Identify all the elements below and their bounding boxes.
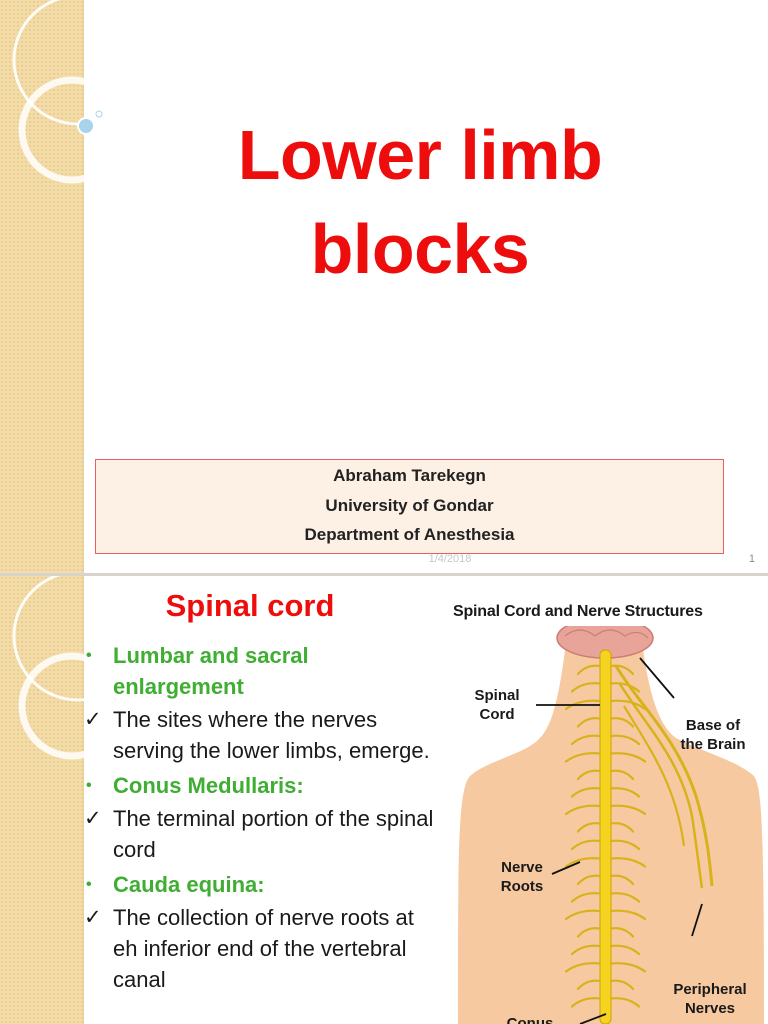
nerve-root-branch — [609, 787, 641, 798]
spinal-cord-shape — [599, 649, 612, 1024]
nerve-root-branch — [564, 857, 602, 868]
nerve-root-branch — [570, 892, 602, 903]
nerve-root-branch — [609, 857, 647, 868]
nerve-root-branch — [609, 769, 635, 781]
nerve-root-branch — [609, 979, 635, 991]
nerve-root-branch — [609, 927, 635, 938]
bullet-dot-icon: • — [86, 647, 92, 664]
title-line-1: Lower limb — [237, 116, 603, 194]
slide-date: 1/4/2018 — [428, 553, 472, 565]
bullet-dot-icon: • — [86, 876, 92, 893]
nerve-root-branch — [609, 909, 647, 921]
nerve-root-branch — [609, 717, 635, 728]
nerve-root-branch — [576, 664, 602, 676]
decorative-side-strip — [0, 576, 84, 1024]
nerve-root-branch — [609, 874, 635, 886]
title-slide: Lower limb blocks Abraham Tarekegn Unive… — [0, 0, 755, 573]
nerve-root-branch — [609, 892, 641, 903]
nerve-root-branch — [576, 874, 602, 886]
nerve-root-branch — [609, 752, 647, 763]
nerve-root-branch — [570, 682, 602, 693]
nerve-root-branch — [570, 734, 602, 746]
nerve-root-branch — [570, 787, 602, 798]
slide-number: 1 — [748, 553, 755, 565]
nerve-root-branch — [609, 944, 641, 956]
bullet-detail: ✓ The terminal portion of the spinal cord — [84, 803, 444, 865]
nerve-root-branch — [564, 909, 602, 921]
nerve-root-branch — [564, 962, 602, 973]
slide-divider — [0, 573, 768, 576]
nerve-root-branch — [564, 804, 602, 816]
check-mark-icon: ✓ — [84, 708, 102, 731]
nerve-root-branch — [576, 822, 602, 833]
check-mark-icon: ✓ — [84, 807, 102, 830]
spinal-cord-slide: Spinal cord • Lumbar and sacral enlargeme… — [0, 576, 768, 1024]
author-university: University of Gondar — [325, 495, 494, 515]
diagram-title: Spinal Cord and Nerve Structures — [453, 603, 703, 620]
nerve-root-branch — [609, 804, 647, 816]
nerve-root-branch — [576, 927, 602, 938]
nerve-root-branch — [564, 699, 602, 711]
decorative-side-strip — [0, 0, 84, 573]
bullet-list: • Lumbar and sacral enlargement ✓ The sites… — [84, 636, 444, 995]
bullet-text: The sites where the nerves serving the l… — [113, 707, 430, 763]
nerve-root-branch — [609, 664, 635, 676]
title-line-2: blocks — [310, 210, 530, 288]
bullet-heading: • Cauda equina: — [84, 869, 444, 900]
nerve-root-branch — [570, 997, 602, 1008]
nerve-root-branch — [576, 769, 602, 781]
nerve-root-branch — [609, 734, 641, 746]
bullet-heading: • Lumbar and sacral enlargement — [84, 640, 444, 702]
bullet-text: The collection of nerve roots at eh infe… — [113, 905, 414, 992]
nerve-root-branch — [609, 997, 641, 1008]
nerve-root-branch — [570, 839, 602, 851]
nerve-root-branch — [609, 682, 641, 693]
bullet-detail: ✓ The collection of nerve roots at eh inf… — [84, 902, 444, 995]
nerve-root-branch — [564, 752, 602, 763]
bullet-heading: • Conus Medullaris: — [84, 770, 444, 801]
slide-title: Spinal cord — [165, 588, 335, 623]
check-mark-icon: ✓ — [84, 906, 102, 929]
nerve-root-branch — [609, 962, 647, 973]
author-name: Abraham Tarekegn — [333, 466, 486, 485]
label-conus-medularis: ConusMedularis — [506, 1015, 554, 1024]
spinal-cord-illustration — [458, 617, 764, 1024]
bullet-text: Cauda equina: — [113, 872, 265, 897]
author-box: Abraham Tarekegn University of Gondar De… — [95, 459, 724, 554]
bullet-text: Lumbar and sacral enlargement — [113, 643, 309, 699]
author-department: Department of Anesthesia — [304, 525, 515, 544]
bullet-dot-icon: • — [86, 777, 92, 794]
nerve-root-branch — [609, 699, 647, 711]
nerve-root-branch — [609, 839, 641, 851]
presentation-title: Lower limb blocks — [160, 108, 680, 296]
nerve-root-branch — [609, 822, 635, 833]
bullet-text: Conus Medullaris: — [113, 773, 304, 798]
nerve-root-branch — [576, 979, 602, 991]
nerve-root-branch — [570, 944, 602, 956]
bullet-text: The terminal portion of the spinal cord — [113, 806, 434, 862]
bullet-detail: ✓ The sites where the nerves serving the … — [84, 704, 444, 766]
nerve-root-branch — [576, 717, 602, 728]
